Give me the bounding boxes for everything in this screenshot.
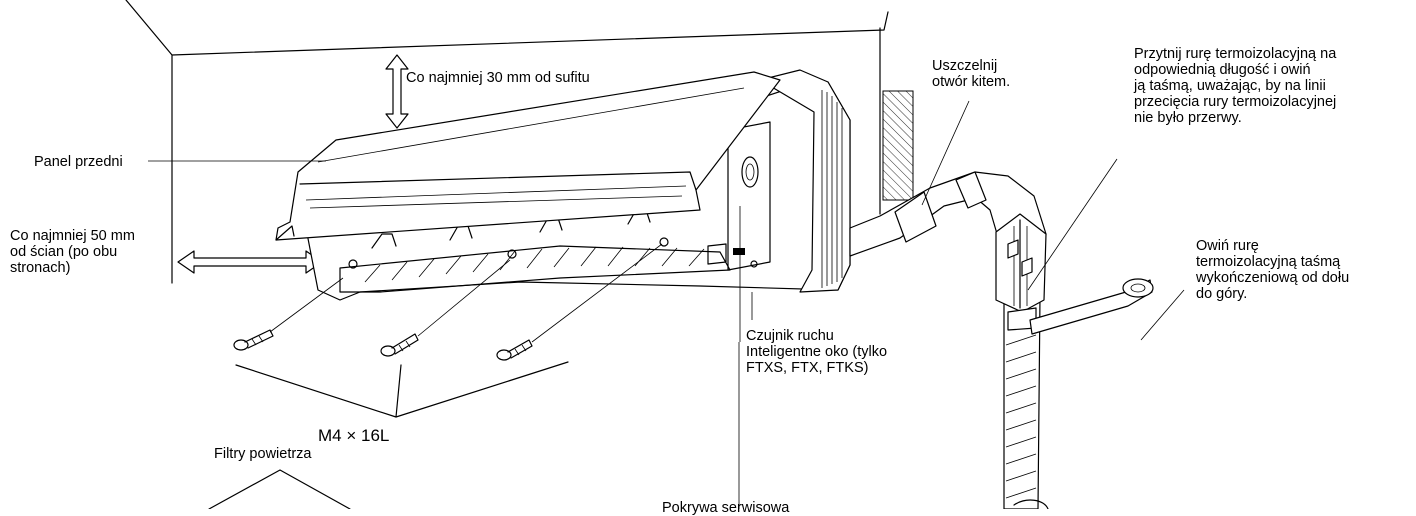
seal-hole-label: Uszczelnij otwór kitem. <box>932 58 1011 90</box>
screw <box>380 333 419 357</box>
wall-clearance-label: Co najmniej 50 mm od ścian (po obu stron… <box>10 228 135 276</box>
front-panel-label: Panel przedni <box>34 154 123 170</box>
leader-lines <box>148 100 1185 509</box>
screw <box>233 329 274 351</box>
wall-hole-hatching <box>882 90 914 201</box>
screw-size-label: M4 × 16L <box>318 426 390 445</box>
air-filters-label: Filtry powietrza <box>214 446 312 462</box>
screw <box>496 339 533 361</box>
front-panel <box>275 71 781 241</box>
screw-size-bracket <box>235 361 569 418</box>
ceiling-clearance-arrow <box>385 54 409 129</box>
ceiling-clearance-label: Co najmniej 30 mm od sufitu <box>406 70 590 86</box>
filters-bracket <box>208 469 351 509</box>
motion-sensor-label: Czujnik ruchu Inteligentne oko (tylko FT… <box>746 328 888 376</box>
cut-insulation-label: Przytnij rurę termoizolacyjną na odpowie… <box>1134 46 1337 126</box>
mounting-screws <box>233 243 663 361</box>
finishing-tape-roll <box>1029 278 1154 335</box>
wall-clearance-arrow <box>177 250 323 274</box>
piping <box>849 171 1049 509</box>
wall-outline <box>125 0 889 284</box>
wrap-tape-label: Owiń rurę termoizolacyjną taśmą wykończe… <box>1196 238 1350 302</box>
service-cover-label: Pokrywa serwisowa <box>662 500 790 516</box>
